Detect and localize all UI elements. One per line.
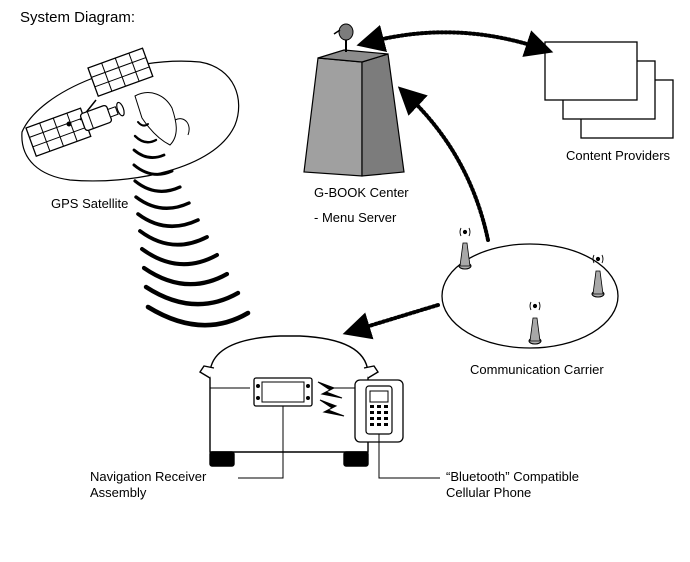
cell-tower-icon [528, 301, 542, 345]
leader-lines [238, 406, 440, 479]
diagram-title: System Diagram: [20, 9, 136, 26]
bluetooth-link-icon [317, 381, 345, 417]
data-links [342, 24, 554, 340]
gbook-center-label: G-BOOK Center [314, 185, 409, 200]
navigation-receiver-label-line2: Assembly [90, 485, 147, 500]
gps-satellite-label: GPS Satellite [51, 196, 129, 211]
navigation-receiver-label-line1: Navigation Receiver [90, 469, 207, 484]
navigation-receiver-icon [253, 377, 313, 407]
content-providers-icon [544, 41, 674, 139]
gps-satellite-icon [25, 47, 154, 158]
phone-label-line2: Cellular Phone [446, 485, 532, 500]
carrier-area [441, 227, 619, 349]
gbook-center-icon [303, 23, 405, 177]
phone-label-line1: “Bluetooth” Compatible [446, 469, 579, 484]
cell-tower-icon [591, 254, 605, 298]
cell-tower-icon [458, 227, 472, 270]
menu-server-label: - Menu Server [314, 210, 397, 225]
communication-carrier-label: Communication Carrier [470, 362, 604, 377]
content-providers-label: Content Providers [566, 148, 671, 163]
satellite-signal-waves [132, 121, 251, 328]
cellular-phone-icon [354, 379, 404, 443]
